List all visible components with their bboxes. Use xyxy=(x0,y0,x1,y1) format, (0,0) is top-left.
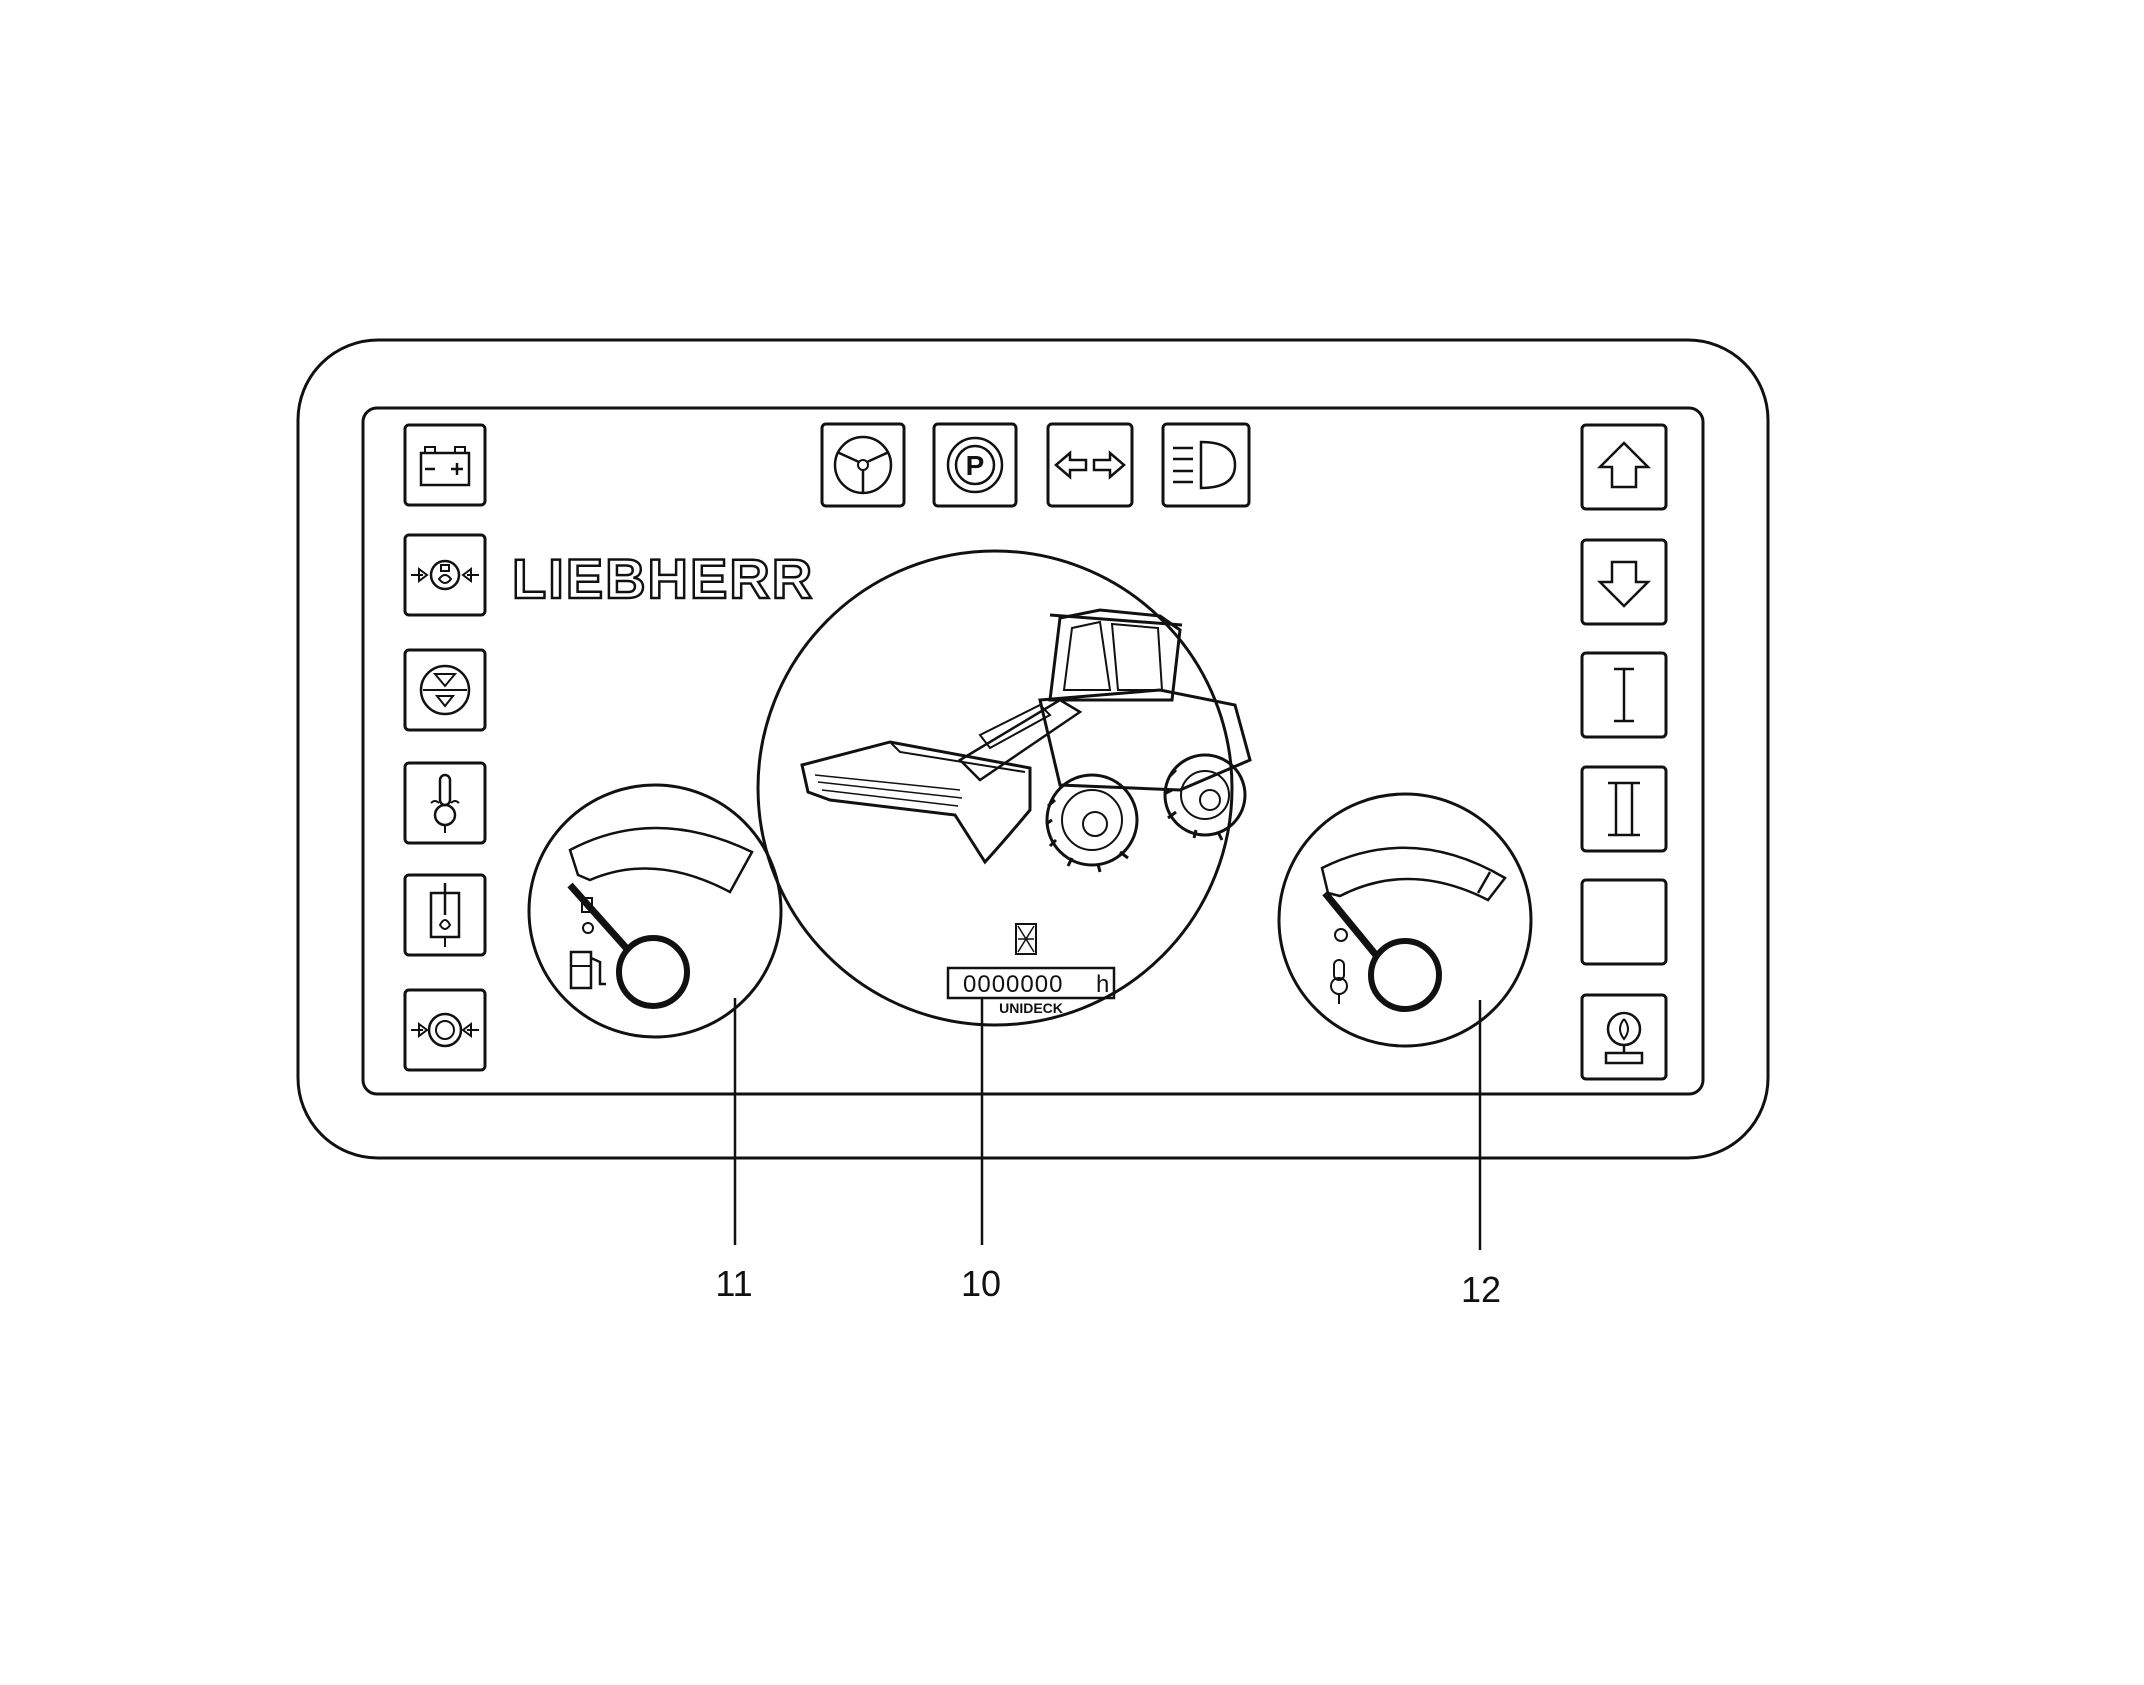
parking-brake-icon: P xyxy=(946,436,1004,494)
hour-meter-value: 0000000 xyxy=(963,971,1063,998)
brake-pressure-icon xyxy=(411,1012,479,1048)
top-indicator-row: P xyxy=(820,422,1251,508)
air-filter-indicator[interactable] xyxy=(403,648,487,732)
brake-pressure-indicator[interactable] xyxy=(403,988,487,1072)
high-beam-indicator[interactable] xyxy=(1161,422,1251,508)
hour-meter-window xyxy=(946,966,1116,1000)
temperature-gauge-scale xyxy=(1320,846,1507,902)
shift-down-indicator[interactable] xyxy=(1580,538,1668,626)
battery-indicator[interactable] xyxy=(403,423,487,507)
air-filter-icon xyxy=(419,664,471,716)
shift-up-indicator[interactable] xyxy=(1580,423,1668,511)
fuel-pump-icon xyxy=(569,950,606,990)
turn-signal-icon xyxy=(1054,450,1126,480)
turn-signal-indicator[interactable] xyxy=(1046,422,1134,508)
steering-wheel-icon xyxy=(833,435,893,495)
callout-label-10: 10 xyxy=(961,1263,1001,1304)
coolant-temperature-icon xyxy=(430,773,460,833)
hydraulic-oil-temperature-icon xyxy=(429,883,461,947)
high-beam-icon xyxy=(1173,440,1237,490)
steering-indicator[interactable] xyxy=(820,422,906,508)
temperature-gauge-hub xyxy=(1368,938,1442,1012)
fuel-gauge-hub xyxy=(616,935,690,1009)
hour-meter: 0000000 h UNIDECK xyxy=(946,923,1116,1016)
battery-icon xyxy=(419,446,471,487)
hour-meter-unit: h xyxy=(1096,971,1109,998)
fuel-gauge-needle xyxy=(567,882,631,953)
shift-up-icon xyxy=(1596,441,1652,489)
right-indicator-column xyxy=(1580,423,1668,1081)
center-display: 0000000 h UNIDECK xyxy=(756,549,1252,1027)
callout-label-12: 12 xyxy=(1461,1269,1501,1310)
gear-one-icon xyxy=(1614,667,1634,723)
engine-oil-pressure-icon xyxy=(411,559,479,591)
service-icon xyxy=(1604,1011,1644,1065)
hour-glass-icon xyxy=(1015,923,1037,955)
fuel-gauge xyxy=(527,783,783,1039)
parking-brake-indicator[interactable]: P xyxy=(932,422,1018,508)
callout-label-11: 11 xyxy=(715,1263,752,1304)
coolant-temperature-icon xyxy=(1330,928,1348,1004)
panel-inner-frame xyxy=(361,406,1705,1096)
temperature-gauge-needle xyxy=(1322,890,1383,963)
panel-outer-bezel xyxy=(296,338,1770,1160)
wheel-loader-illustration xyxy=(800,608,1252,873)
blank-indicator[interactable] xyxy=(1580,878,1668,966)
service-indicator[interactable] xyxy=(1580,993,1668,1081)
hour-meter-maker: UNIDECK xyxy=(999,1000,1063,1016)
svg-text:P: P xyxy=(966,450,985,481)
brand-logo: LIEBHERR xyxy=(512,547,814,610)
temperature-gauge xyxy=(1277,792,1533,1048)
gear-two-indicator[interactable] xyxy=(1580,765,1668,853)
engine-oil-pressure-indicator[interactable] xyxy=(403,533,487,617)
gear-two-icon xyxy=(1608,781,1640,837)
shift-down-icon xyxy=(1596,560,1652,608)
coolant-temperature-indicator[interactable] xyxy=(403,761,487,845)
fuel-gauge-scale xyxy=(568,826,754,894)
left-indicator-column xyxy=(403,423,487,1072)
gear-one-indicator[interactable] xyxy=(1580,651,1668,739)
hydraulic-oil-temperature-indicator[interactable] xyxy=(403,873,487,957)
